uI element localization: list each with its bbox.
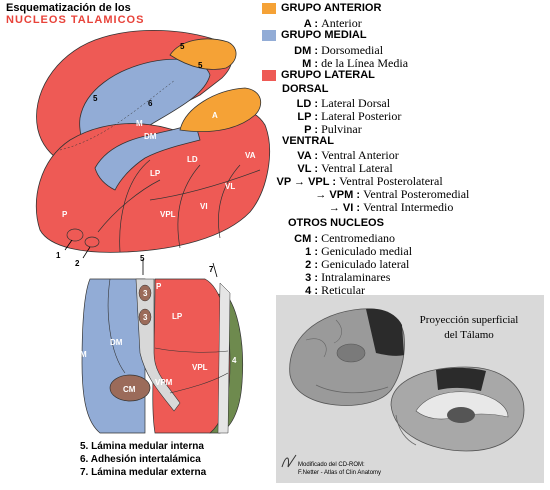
label-2: 2 — [75, 259, 80, 268]
section-label-VPL: VPL — [192, 363, 208, 372]
projection-label: Proyección superficial del Tálamo — [404, 313, 534, 343]
legend-row-A: A : Anterior — [303, 16, 362, 30]
label-M: M — [136, 119, 143, 128]
legend-row-M: M : de la Línea Media — [302, 56, 409, 70]
legend-row-1: 1 : Geniculado medial — [305, 244, 413, 258]
diagram-title-line1: Esquematización de los — [6, 2, 131, 14]
brain-projection-figure: Proyección superficial del Tálamo Modifi… — [276, 295, 544, 483]
section-label-DM: DM — [110, 338, 123, 347]
section-label-VPM: VPM — [155, 378, 173, 387]
credit-line1: Modificado del CD-ROM: — [298, 462, 365, 468]
label-1: 1 — [56, 251, 61, 260]
legend-lateral-header: GRUPO LATERAL — [262, 69, 548, 83]
front-lobe-medial — [94, 121, 201, 191]
label-VL: VL — [225, 182, 235, 191]
legend-row-DM: DM : Dorsomedial — [294, 43, 384, 57]
label-VPL: VPL — [160, 210, 176, 219]
legend-row-VL: VL : Ventral Lateral — [297, 161, 393, 175]
credit-line2: F.Netter - Atlas of Clin Anatomy — [298, 470, 382, 476]
legend-row-2: 2 : Geniculado lateral — [305, 257, 410, 271]
legend-medial-header: GRUPO MEDIAL — [262, 29, 548, 43]
medial-swatch — [262, 30, 276, 41]
section-label-LP: LP — [172, 312, 183, 321]
label-A: A — [212, 111, 218, 120]
legend-row-VI: → VI : Ventral Intermedio — [328, 200, 454, 214]
back-lobe-anterior — [169, 38, 237, 70]
label-VI: VI — [200, 202, 208, 211]
lamina-caption: 5. Lámina medular interna 6. Adhesión in… — [80, 440, 206, 479]
front-lobe-lateral — [35, 109, 270, 253]
front-lobe-anterior — [179, 87, 262, 133]
label-5-mid: 5 — [198, 61, 203, 70]
legend-row-LD: LD : Lateral Dorsal — [296, 96, 391, 110]
caption-line-6: 6. Adhesión intertalámica — [80, 454, 201, 465]
label-LD: LD — [187, 155, 198, 164]
legend-row-4: 4 : Reticular — [305, 283, 366, 297]
section-label-M: M — [80, 350, 87, 359]
section-label-P: P — [156, 282, 162, 291]
label-5-left: 5 — [93, 94, 98, 103]
label-DM: DM — [144, 132, 157, 141]
label-5-top: 5 — [180, 42, 185, 51]
legend-row-3: 3 : Intralaminares — [305, 270, 391, 284]
section-label-7: 7 — [209, 265, 214, 274]
brain-illustration — [281, 308, 525, 468]
diagram-title-line2: NUCLEOS TALAMICOS — [6, 14, 145, 26]
medial-region — [81, 278, 146, 434]
caption-line-7: 7. Lámina medular externa — [80, 467, 207, 478]
legend-other-header: OTROS NUCLEOS — [288, 217, 384, 229]
legend-row-VA: VA : Ventral Anterior — [297, 148, 399, 162]
section-label-3a: 3 — [143, 289, 148, 298]
credit-text: Modificado del CD-ROM: F.Netter - Atlas … — [298, 461, 381, 477]
thalamus-3d-illustration: A M DM LD LP VA VL VPL VI P 5 5 5 6 1 2 — [35, 30, 270, 268]
legend-row-VPL: VP → VPL : Ventral Posterolateral — [276, 174, 443, 188]
legend-ventral-title: VENTRAL — [282, 135, 334, 147]
section-label-3b: 3 — [143, 313, 148, 322]
projection-label-line1: Proyección superficial — [419, 314, 519, 326]
label-LP: LP — [150, 169, 161, 178]
label-P: P — [62, 210, 68, 219]
legend-row-VPM: → VPM : Ventral Posteromedial — [315, 187, 470, 201]
legend-dorsal-title: DORSAL — [282, 83, 329, 95]
legend-row-P: P : Pulvinar — [304, 122, 362, 136]
section-label-CM: CM — [123, 385, 136, 394]
anterior-swatch — [262, 3, 276, 14]
section-label-4: 4 — [232, 356, 237, 365]
caption-line-5: 5. Lámina medular interna — [80, 441, 204, 452]
section-label-5: 5 — [140, 254, 145, 263]
label-6: 6 — [148, 99, 153, 108]
legend-anterior-header: GRUPO ANTERIOR — [262, 2, 548, 16]
legend-row-LP: LP : Lateral Posterior — [297, 109, 402, 123]
projection-label-line2: del Tálamo — [444, 329, 494, 341]
legend: GRUPO ANTERIOR A : Anterior GRUPO MEDIAL… — [262, 2, 548, 297]
legend-row-CM: CM : Centromediano — [294, 231, 396, 245]
lateral-swatch — [262, 70, 276, 81]
thalamus-cross-section: 5 7 P 3 3 LP DM M CM VPM VPL 4 — [80, 254, 243, 434]
label-VA: VA — [245, 151, 256, 160]
